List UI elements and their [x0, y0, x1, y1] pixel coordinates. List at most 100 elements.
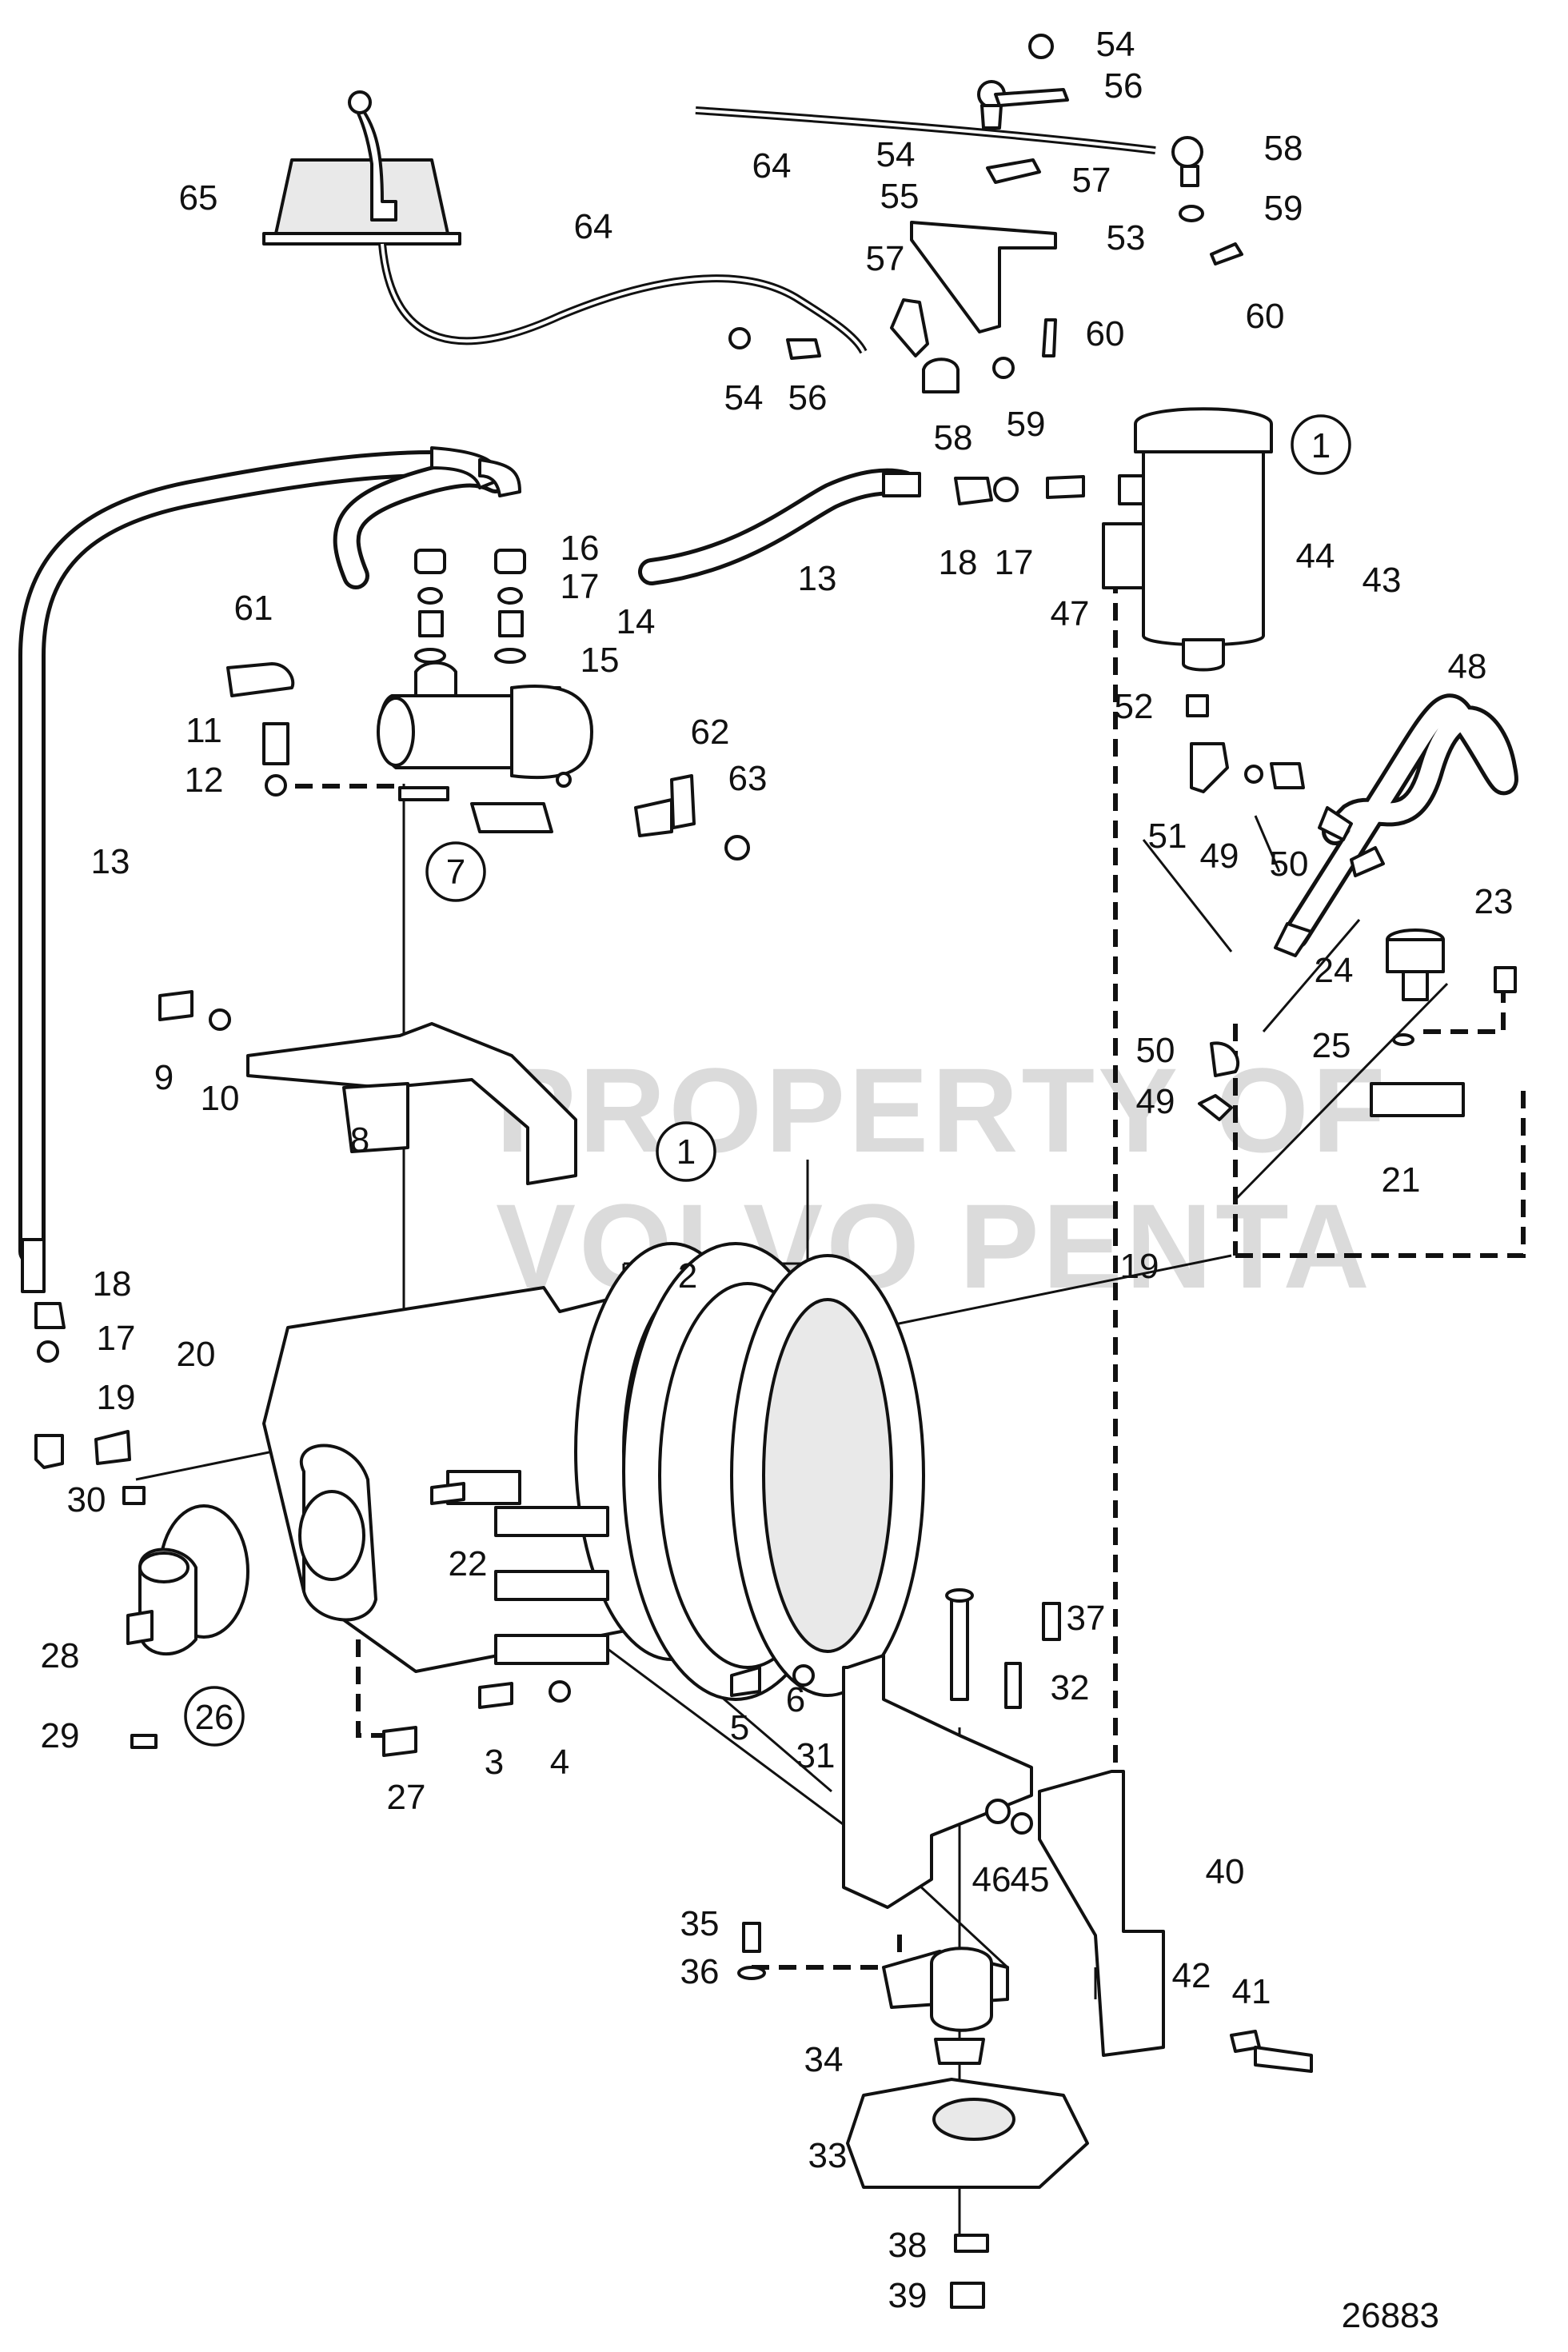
callout-35: 35: [680, 1904, 720, 1943]
callout-17: 17: [97, 1319, 136, 1358]
oil-pressure-sender: [1198, 928, 1517, 1121]
callout-5: 5: [730, 1708, 749, 1747]
callout-49: 49: [1136, 1082, 1175, 1121]
callout-30: 30: [67, 1480, 106, 1519]
circled-callout-1-housing: 1: [676, 1132, 696, 1172]
callout-56: 56: [788, 378, 828, 417]
control-cables: [378, 106, 1156, 354]
pump-bracket: [246, 1022, 577, 1185]
callout-13: 13: [91, 842, 130, 881]
callout-15: 15: [581, 641, 620, 680]
callout-14: 14: [616, 602, 656, 641]
fittings: [34, 446, 1305, 1469]
callout-46: 46: [972, 1860, 1011, 1899]
callout-12: 12: [185, 761, 224, 800]
output-flange: [138, 1504, 249, 1655]
callout-28: 28: [41, 1636, 80, 1675]
callout-41: 41: [1232, 1972, 1271, 2011]
control-lever-housing: [262, 90, 461, 246]
callout-48: 48: [1448, 647, 1487, 686]
callout-22: 22: [449, 1544, 488, 1583]
transmission-housing: [262, 1242, 925, 1701]
callout-16: 16: [561, 529, 600, 568]
callout-57: 57: [1072, 161, 1111, 200]
callout-50: 50: [1136, 1031, 1175, 1070]
callout-60: 60: [1246, 297, 1285, 336]
callout-61: 61: [234, 589, 273, 628]
callout-2: 2: [678, 1256, 697, 1296]
callout-6: 6: [786, 1680, 805, 1719]
circled-callout-7: 7: [446, 853, 465, 892]
callout-19: 19: [97, 1378, 136, 1417]
callout-60: 60: [1086, 314, 1125, 353]
callout-32: 32: [1051, 1668, 1090, 1707]
callout-53: 53: [1107, 218, 1146, 258]
callout-33: 33: [808, 2136, 848, 2175]
callout-63: 63: [728, 759, 768, 798]
callout-54: 54: [876, 135, 916, 174]
callout-50: 50: [1270, 845, 1309, 884]
callout-62: 62: [691, 713, 730, 752]
callout-52: 52: [1115, 687, 1154, 726]
callout-27: 27: [387, 1778, 426, 1817]
callout-18: 18: [93, 1264, 132, 1304]
callout-54: 54: [724, 378, 764, 417]
callout-17: 17: [995, 543, 1034, 582]
callout-38: 38: [888, 2226, 928, 2265]
callout-3: 3: [485, 1743, 504, 1782]
callout-11: 11: [186, 711, 222, 750]
circled-callouts: [184, 414, 1351, 1747]
callout-57: 57: [866, 239, 905, 278]
callout-59: 59: [1264, 189, 1303, 228]
callout-31: 31: [796, 1736, 836, 1775]
callout-8: 8: [350, 1120, 369, 1160]
callout-34: 34: [804, 2040, 844, 2079]
callout-55: 55: [880, 177, 920, 216]
callout-24: 24: [1315, 951, 1354, 990]
callout-20: 20: [177, 1335, 216, 1374]
callout-13: 13: [798, 559, 837, 598]
callout-9: 9: [154, 1058, 174, 1097]
callout-44: 44: [1296, 537, 1335, 576]
callout-40: 40: [1206, 1852, 1245, 1891]
callout-58: 58: [1264, 129, 1303, 168]
circled-callout-labels: 1 1 7 26: [195, 426, 1331, 1737]
callout-21: 21: [1382, 1160, 1421, 1200]
callout-54: 54: [1096, 25, 1135, 64]
drawing-number: 26883: [1342, 2296, 1439, 2335]
callout-17: 17: [561, 567, 600, 606]
callout-47: 47: [1051, 594, 1090, 633]
callout-51: 51: [1148, 817, 1187, 856]
oil-hoses: [18, 450, 1518, 1293]
callout-29: 29: [41, 1716, 80, 1755]
watermark-line-1: PROPERTY OF: [496, 1043, 1388, 1177]
callout-37: 37: [1067, 1599, 1106, 1638]
callout-64: 64: [752, 146, 792, 186]
cable-bracket: [728, 34, 1243, 393]
callout-23: 23: [1474, 882, 1514, 921]
callout-39: 39: [888, 2276, 928, 2315]
callout-58: 58: [934, 418, 973, 457]
callout-labels: 1 1 2 3 4 5 6 7 8 9 10 11 12 13 13 14 15…: [41, 25, 1514, 2315]
callout-19: 19: [1120, 1247, 1159, 1286]
callout-59: 59: [1007, 405, 1046, 444]
callout-42: 42: [1172, 1956, 1211, 1995]
callout-56: 56: [1104, 66, 1143, 106]
engine-mount-brackets: [737, 1588, 1313, 2309]
callout-18: 18: [939, 543, 978, 582]
callout-45: 45: [1011, 1860, 1050, 1899]
callout-10: 10: [201, 1079, 240, 1118]
circled-callout-26: 26: [195, 1698, 234, 1737]
bolts-and-washers: [122, 722, 1385, 1757]
callout-4: 4: [550, 1743, 569, 1782]
callout-65: 65: [179, 178, 218, 218]
callout-36: 36: [680, 1952, 720, 1991]
circled-callout-1-filter: 1: [1311, 426, 1331, 465]
callout-25: 25: [1312, 1026, 1351, 1065]
callout-43: 43: [1363, 561, 1402, 600]
oil-filter: [1102, 407, 1273, 672]
oil-pump: [377, 661, 593, 833]
callout-49: 49: [1200, 837, 1239, 876]
callout-64: 64: [574, 207, 613, 246]
